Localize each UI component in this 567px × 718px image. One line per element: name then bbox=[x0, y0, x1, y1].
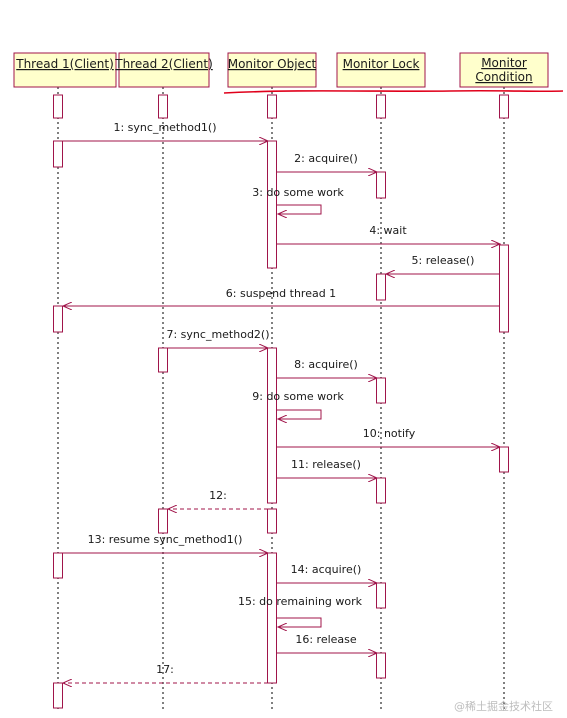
participant-label-t1: Thread 1(Client) bbox=[15, 57, 114, 71]
message-label: 4: wait bbox=[369, 224, 407, 237]
red-annotation-underline bbox=[223, 89, 564, 94]
activation-bar bbox=[158, 347, 168, 373]
activation-bar bbox=[267, 347, 277, 504]
activation-bar bbox=[499, 446, 509, 473]
participant-label-mo: Monitor Object bbox=[228, 57, 317, 71]
message-label: 14: acquire() bbox=[291, 563, 362, 576]
participant-box-t1 bbox=[13, 52, 117, 88]
activation-bar bbox=[499, 94, 509, 119]
activation-bar bbox=[376, 582, 386, 609]
activation-bar bbox=[53, 94, 63, 119]
activation-bar bbox=[53, 682, 63, 709]
activation-bar bbox=[158, 94, 168, 119]
activation-bar bbox=[267, 552, 277, 684]
message-label: 10: notify bbox=[363, 427, 416, 440]
activation-bar bbox=[376, 273, 386, 301]
message-label: 6: suspend thread 1 bbox=[226, 287, 336, 300]
activation-bar bbox=[376, 171, 386, 199]
message-label: 15: do remaining work bbox=[238, 595, 363, 608]
message-label: 8: acquire() bbox=[294, 358, 358, 371]
activation-bar bbox=[376, 652, 386, 679]
message-label: 3: do some work bbox=[252, 186, 344, 199]
participant-box-mo bbox=[227, 52, 317, 88]
activation-bar bbox=[53, 140, 63, 168]
message-label: 13: resume sync_method1() bbox=[88, 533, 243, 546]
activation-bar bbox=[53, 552, 63, 579]
self-message-arrow bbox=[277, 204, 322, 214]
participant-label-mc: Condition bbox=[475, 70, 532, 84]
message-label: 17: bbox=[156, 663, 174, 676]
participant-box-t2 bbox=[118, 52, 210, 88]
participant-box-ml bbox=[336, 52, 426, 88]
message-label: 9: do some work bbox=[252, 390, 344, 403]
message-label: 2: acquire() bbox=[294, 152, 358, 165]
activation-bar bbox=[267, 94, 277, 119]
self-message-arrow bbox=[277, 409, 322, 419]
message-label: 5: release() bbox=[412, 254, 475, 267]
participant-label-ml: Monitor Lock bbox=[343, 57, 420, 71]
message-label: 16: release bbox=[295, 633, 357, 646]
participant-label-mc: Monitor bbox=[481, 56, 527, 70]
message-label: 1: sync_method1() bbox=[113, 121, 216, 134]
participant-box-mc bbox=[459, 52, 549, 88]
activation-bar bbox=[53, 305, 63, 333]
watermark: @稀土掘金技术社区 bbox=[454, 699, 553, 713]
activation-bar bbox=[376, 377, 386, 404]
self-message-arrow bbox=[277, 617, 322, 627]
activation-bar bbox=[267, 508, 277, 534]
activation-bar bbox=[499, 244, 509, 333]
message-label: 7: sync_method2() bbox=[166, 328, 269, 341]
activation-bar bbox=[267, 140, 277, 269]
activation-bar bbox=[376, 94, 386, 119]
activation-bar bbox=[158, 508, 168, 534]
activation-bar bbox=[376, 477, 386, 504]
message-label: 12: bbox=[209, 489, 227, 502]
message-label: 11: release() bbox=[291, 458, 361, 471]
participant-label-t2: Thread 2(Client) bbox=[114, 57, 213, 71]
